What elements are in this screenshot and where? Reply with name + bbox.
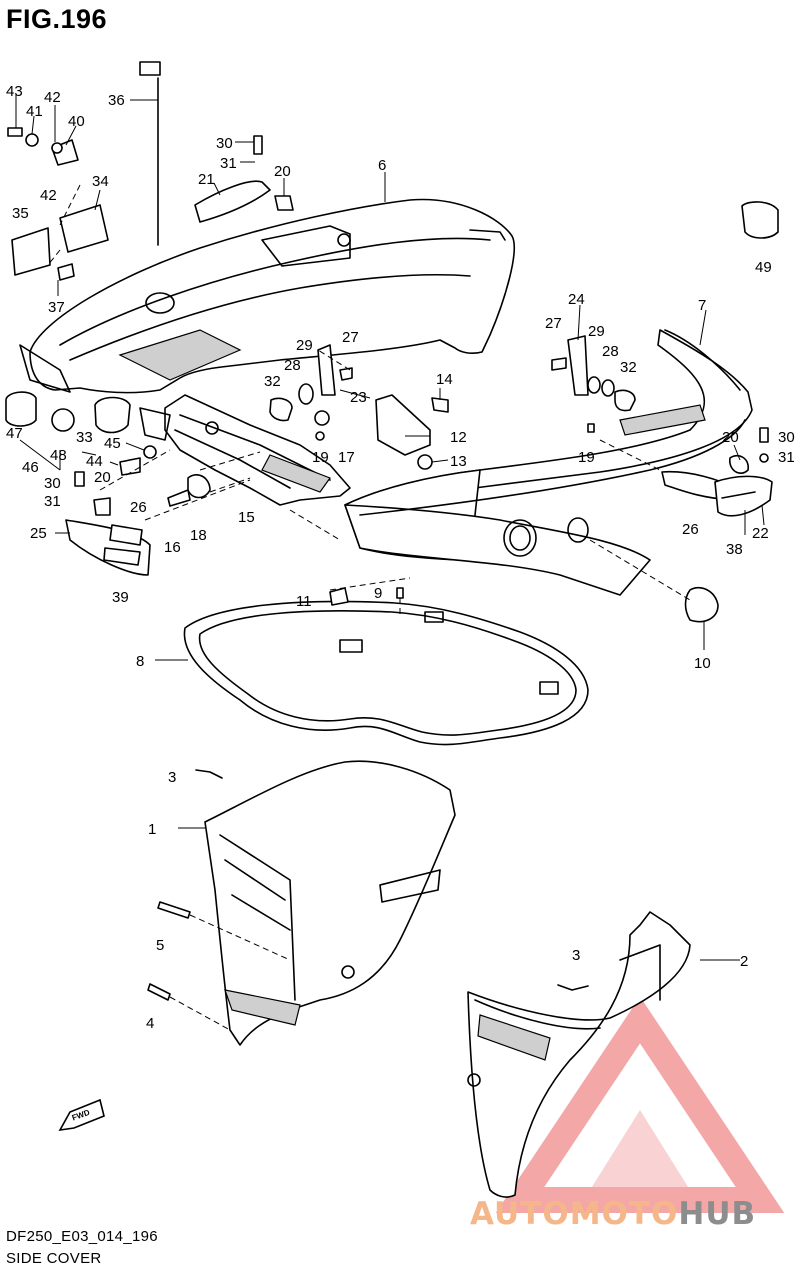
lower-left-cover xyxy=(204,760,456,1046)
callout-10: 10 xyxy=(694,655,711,672)
callout-5: 5 xyxy=(156,937,164,954)
leader-lines xyxy=(15,95,765,961)
callout-15: 15 xyxy=(238,509,255,526)
callout-14: 14 xyxy=(436,371,453,388)
callout-19: 19 xyxy=(578,449,595,466)
callout-45: 45 xyxy=(104,435,121,452)
callout-13: 13 xyxy=(450,453,467,470)
callout-6: 6 xyxy=(378,157,386,174)
callout-4: 4 xyxy=(146,1015,154,1032)
callout-2: 2 xyxy=(740,953,748,970)
brand-wordmark-part-a: AUTOMOTO xyxy=(470,1196,679,1232)
callout-34: 34 xyxy=(92,173,109,190)
callout-25: 25 xyxy=(30,525,47,542)
upper-left-cover xyxy=(19,198,516,394)
callout-18: 18 xyxy=(190,527,207,544)
callouts: 43 41 42 40 42 34 35 37 36 30 31 21 20 6… xyxy=(6,83,795,1032)
diagram-name: SIDE COVER xyxy=(6,1250,102,1267)
callout-23: 23 xyxy=(350,389,367,406)
lower-right-cover xyxy=(467,911,691,1198)
inner-bracket xyxy=(139,394,351,506)
callout-31: 31 xyxy=(220,155,237,172)
figure-title: FIG.196 xyxy=(6,4,108,34)
callout-16: 16 xyxy=(164,539,181,556)
brand-logo xyxy=(495,996,785,1213)
right-side-cover xyxy=(344,329,753,596)
callout-8: 8 xyxy=(136,653,144,670)
callout-19: 19 xyxy=(312,449,329,466)
callout-27: 27 xyxy=(545,315,562,332)
callout-28: 28 xyxy=(284,357,301,374)
callout-44: 44 xyxy=(86,453,103,470)
callout-30: 30 xyxy=(44,475,61,492)
callout-21: 21 xyxy=(198,171,215,188)
callout-3: 3 xyxy=(168,769,176,786)
callout-39: 39 xyxy=(112,589,129,606)
callout-26: 26 xyxy=(130,499,147,516)
assembly-lines xyxy=(47,184,691,1031)
hardware xyxy=(5,61,779,1001)
callout-36: 36 xyxy=(108,92,125,109)
callout-17: 17 xyxy=(338,449,355,466)
callout-30: 30 xyxy=(216,135,233,152)
callout-33: 33 xyxy=(76,429,93,446)
callout-47: 47 xyxy=(6,425,23,442)
callout-9: 9 xyxy=(374,585,382,602)
fwd-arrow-icon: FWD xyxy=(58,1098,105,1132)
callout-46: 46 xyxy=(22,459,39,476)
callout-7: 7 xyxy=(698,297,706,314)
brand-wordmark-part-b: HUB xyxy=(678,1196,757,1232)
callout-31: 31 xyxy=(44,493,61,510)
callout-40: 40 xyxy=(68,113,85,130)
callout-31: 31 xyxy=(778,449,795,466)
callout-20: 20 xyxy=(94,469,111,486)
callout-32: 32 xyxy=(264,373,281,390)
callout-24: 24 xyxy=(568,291,585,308)
diagram-code: DF250_E03_014_196 xyxy=(6,1228,158,1245)
callout-22: 22 xyxy=(752,525,769,542)
callout-28: 28 xyxy=(602,343,619,360)
callout-42: 42 xyxy=(40,187,57,204)
callout-12: 12 xyxy=(450,429,467,446)
callout-20: 20 xyxy=(274,163,291,180)
callout-30: 30 xyxy=(778,429,795,446)
seal xyxy=(183,600,589,746)
brand-wordmark: AUTOMOTOHUB xyxy=(470,1196,756,1232)
callout-29: 29 xyxy=(588,323,605,340)
callout-35: 35 xyxy=(12,205,29,222)
callout-43: 43 xyxy=(6,83,23,100)
callout-48: 48 xyxy=(50,447,67,464)
callout-27: 27 xyxy=(342,329,359,346)
callout-37: 37 xyxy=(48,299,65,316)
callout-20: 20 xyxy=(722,429,739,446)
callout-11: 11 xyxy=(296,593,312,610)
callout-42: 42 xyxy=(44,89,61,106)
callout-26: 26 xyxy=(682,521,699,538)
callout-32: 32 xyxy=(620,359,637,376)
callout-38: 38 xyxy=(726,541,743,558)
callout-1: 1 xyxy=(148,821,156,838)
callout-29: 29 xyxy=(296,337,313,354)
callout-49: 49 xyxy=(755,259,772,276)
callout-41: 41 xyxy=(26,103,43,120)
callout-3: 3 xyxy=(572,947,580,964)
